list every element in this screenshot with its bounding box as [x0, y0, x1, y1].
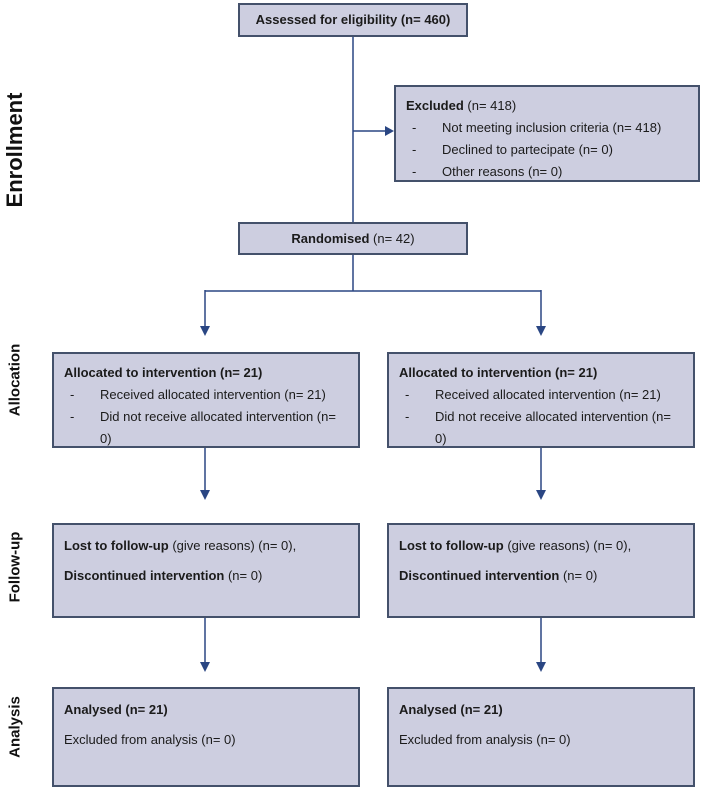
randomised-box: Randomised (n= 42) — [238, 222, 468, 255]
followup-box-right: Lost to follow-up (give reasons) (n= 0),… — [387, 523, 695, 618]
bullet-dash: - — [405, 387, 410, 402]
allocation-box-right: Allocated to intervention (n= 21) - Rece… — [387, 352, 695, 448]
followup-line2: Discontinued intervention (n= 0) — [64, 568, 263, 583]
stage-label-allocation: Allocation — [6, 343, 24, 417]
stage-label-analysis: Analysis — [6, 696, 24, 758]
allocation-item: - Did not receive allocated intervention… — [399, 406, 683, 450]
arrowhead-excluded — [385, 126, 394, 136]
arrowhead-allocation-left — [200, 326, 210, 336]
stage-label-followup: Follow-up — [6, 531, 24, 603]
allocation-item: - Did not receive allocated intervention… — [64, 406, 348, 450]
bullet-dash: - — [70, 387, 75, 402]
allocation-title: Allocated to intervention (n= 21) — [399, 365, 598, 380]
allocation-item: - Received allocated intervention (n= 21… — [399, 384, 683, 406]
bullet-dash: - — [412, 164, 417, 179]
analysis-box-left: Analysed (n= 21) Excluded from analysis … — [52, 687, 360, 787]
bullet-dash: - — [412, 120, 417, 135]
followup-line1: Lost to follow-up (give reasons) (n= 0), — [64, 538, 297, 553]
arrowhead-analysis-right — [536, 662, 546, 672]
randomised-text: Randomised (n= 42) — [291, 230, 415, 246]
stage-label-enrollment: Enrollment — [2, 92, 27, 208]
analysis-box-right: Analysed (n= 21) Excluded from analysis … — [387, 687, 695, 787]
followup-line1: Lost to follow-up (give reasons) (n= 0), — [399, 538, 632, 553]
bullet-dash: - — [412, 142, 417, 157]
bullet-dash: - — [405, 409, 410, 424]
assessed-eligibility-box: Assessed for eligibility (n= 460) — [238, 3, 468, 37]
allocation-title: Allocated to intervention (n= 21) — [64, 365, 263, 380]
arrowhead-analysis-left — [200, 662, 210, 672]
excluded-title: Excluded (n= 418) — [406, 98, 517, 113]
analysis-line1: Analysed (n= 21) — [399, 702, 503, 717]
excluded-box: Excluded (n= 418) - Not meeting inclusio… — [394, 85, 700, 182]
analysis-line1: Analysed (n= 21) — [64, 702, 168, 717]
bullet-dash: - — [70, 409, 75, 424]
excluded-item: - Not meeting inclusion criteria (n= 418… — [406, 117, 688, 139]
arrowhead-followup-left — [200, 490, 210, 500]
followup-box-left: Lost to follow-up (give reasons) (n= 0),… — [52, 523, 360, 618]
followup-line2: Discontinued intervention (n= 0) — [399, 568, 598, 583]
excluded-item: - Declined to partecipate (n= 0) — [406, 139, 688, 161]
assessed-eligibility-text: Assessed for eligibility (n= 460) — [255, 12, 451, 27]
arrowhead-allocation-right — [536, 326, 546, 336]
arrowhead-followup-right — [536, 490, 546, 500]
excluded-item: - Other reasons (n= 0) — [406, 161, 688, 183]
allocation-item: - Received allocated intervention (n= 21… — [64, 384, 348, 406]
analysis-line2: Excluded from analysis (n= 0) — [64, 732, 236, 747]
analysis-line2: Excluded from analysis (n= 0) — [399, 732, 571, 747]
allocation-box-left: Allocated to intervention (n= 21) - Rece… — [52, 352, 360, 448]
